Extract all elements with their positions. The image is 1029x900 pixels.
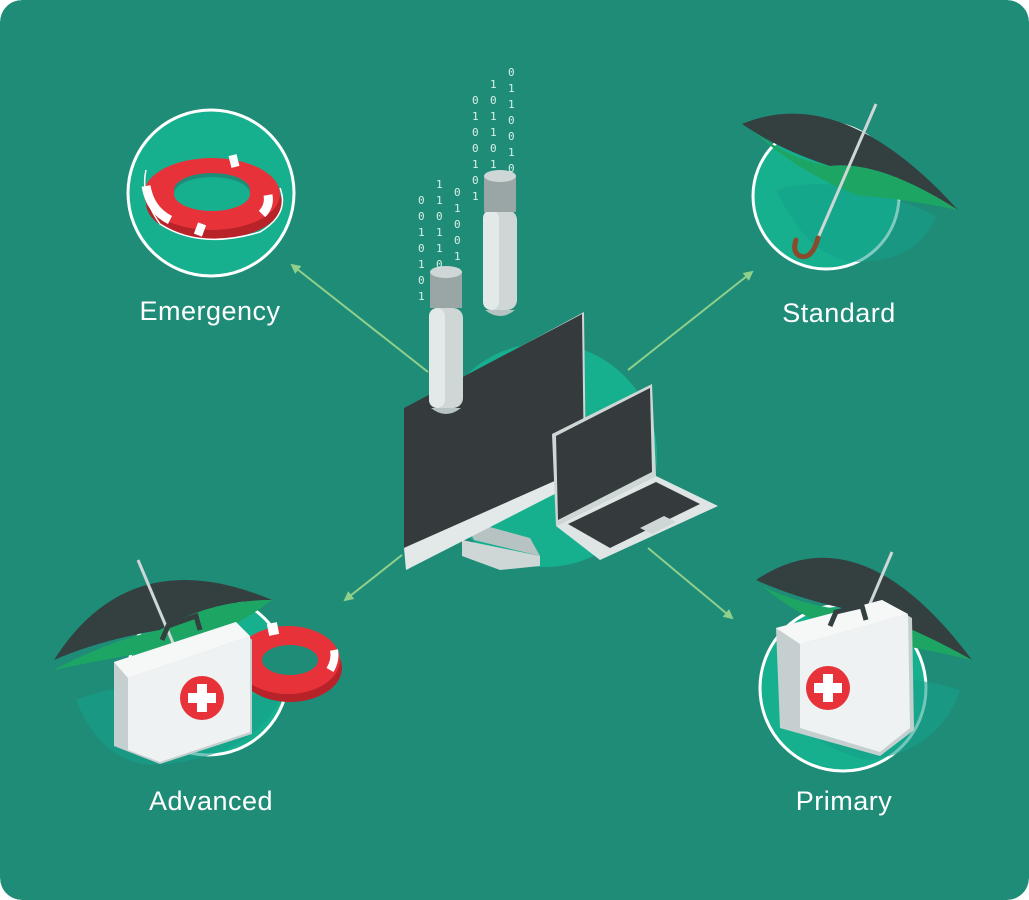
laptop-icon — [552, 384, 718, 560]
svg-text:1: 1 — [454, 202, 461, 215]
arrow-to-advanced — [343, 554, 403, 602]
svg-text:0: 0 — [508, 114, 515, 127]
advanced-node — [54, 559, 342, 765]
svg-text:1: 1 — [436, 242, 443, 255]
svg-text:1: 1 — [508, 82, 515, 95]
svg-text:0: 0 — [418, 274, 425, 287]
svg-text:1: 1 — [508, 98, 515, 111]
svg-text:0: 0 — [490, 142, 497, 155]
svg-text:0: 0 — [454, 218, 461, 231]
svg-text:0: 0 — [472, 174, 479, 187]
svg-text:0: 0 — [454, 186, 461, 199]
svg-text:0: 0 — [418, 242, 425, 255]
first-aid-kit-umbrella-icon — [756, 551, 972, 760]
svg-text:1: 1 — [418, 290, 425, 303]
first-aid-kit-umbrella-lifebuoy-icon — [54, 559, 342, 765]
data-bomb-icon — [429, 170, 517, 414]
svg-text:1: 1 — [436, 194, 443, 207]
svg-text:1: 1 — [490, 126, 497, 139]
svg-text:0: 0 — [472, 126, 479, 139]
svg-text:0: 0 — [490, 94, 497, 107]
svg-text:0: 0 — [436, 258, 443, 271]
standard-label: Standard — [782, 298, 896, 328]
svg-text:0: 0 — [418, 194, 425, 207]
svg-text:0: 0 — [454, 234, 461, 247]
svg-text:1: 1 — [472, 190, 479, 203]
svg-text:1: 1 — [454, 250, 461, 263]
advanced-label: Advanced — [148, 786, 274, 816]
svg-text:1: 1 — [508, 146, 515, 159]
svg-text:0: 0 — [418, 210, 425, 223]
svg-text:1: 1 — [436, 178, 443, 191]
primary-label: Primary — [795, 786, 893, 816]
svg-text:1: 1 — [490, 110, 497, 123]
connector-arrows — [290, 263, 754, 620]
arrow-to-emergency — [290, 263, 429, 373]
svg-text:1: 1 — [472, 110, 479, 123]
svg-text:0: 0 — [508, 66, 515, 79]
svg-text:1: 1 — [418, 258, 425, 271]
svg-text:1: 1 — [472, 158, 479, 171]
standard-node — [742, 103, 958, 271]
arrow-to-primary — [647, 547, 734, 620]
svg-text:0: 0 — [472, 142, 479, 155]
svg-text:1: 1 — [490, 158, 497, 171]
arrow-to-standard — [627, 270, 754, 371]
svg-text:1: 1 — [436, 226, 443, 239]
emergency-node — [126, 108, 296, 278]
svg-text:0: 0 — [436, 210, 443, 223]
umbrella-icon — [742, 103, 958, 262]
lifebuoy-icon — [141, 154, 284, 241]
svg-text:0: 0 — [508, 130, 515, 143]
desktop-monitor-icon — [404, 312, 586, 570]
svg-text:0: 0 — [472, 94, 479, 107]
svg-text:1: 1 — [418, 226, 425, 239]
svg-text:0: 0 — [508, 162, 515, 175]
emergency-label: Emergency — [139, 296, 281, 326]
primary-node — [756, 551, 972, 773]
svg-text:1: 1 — [490, 78, 497, 91]
